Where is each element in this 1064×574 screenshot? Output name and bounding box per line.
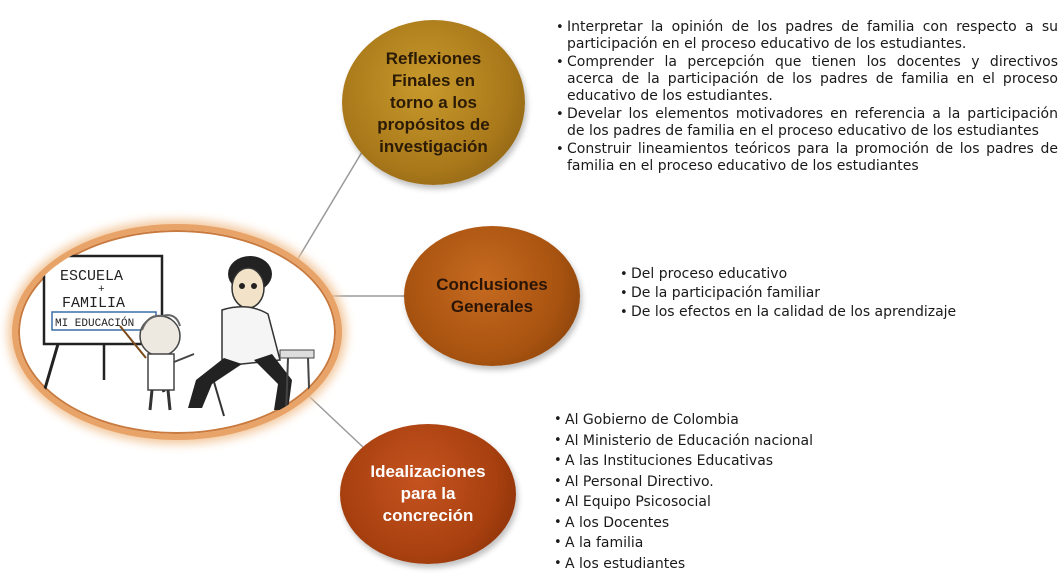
list-item: Al Personal Directivo.: [554, 472, 974, 493]
list-item: Construir lineamientos teóricos para la …: [556, 141, 1058, 175]
node-title-line: Finales en: [377, 70, 489, 92]
node-title-line: concreción: [370, 505, 485, 527]
list-item: A la familia: [554, 533, 974, 554]
node-reflexiones-finales: Reflexiones Finales en torno a los propó…: [342, 20, 525, 185]
node-idealizaciones: Idealizaciones para la concreción: [340, 424, 516, 564]
list-item: Al Equipo Psicosocial: [554, 492, 974, 513]
list-item: A los Docentes: [554, 513, 974, 534]
node-conclusiones-generales: Conclusiones Generales: [404, 226, 580, 366]
list-item: Del proceso educativo: [620, 265, 1050, 284]
cartoon-illustration: ESCUELA + FAMILIA MI EDUCACIÓN: [18, 230, 324, 422]
central-cartoon-image: ESCUELA + FAMILIA MI EDUCACIÓN: [12, 224, 342, 440]
node-title-line: Reflexiones: [377, 48, 489, 70]
list-item: Al Gobierno de Colombia: [554, 410, 974, 431]
node-title-line: Conclusiones: [436, 274, 547, 296]
list-item: Interpretar la opinión de los padres de …: [556, 19, 1058, 53]
conclusiones-list: Del proceso educativo De la participació…: [620, 265, 1050, 322]
list-item: De los efectos en la calidad de los apre…: [620, 303, 1050, 322]
list-item: Develar los elementos motivadores en ref…: [556, 106, 1058, 140]
idealizaciones-list: Al Gobierno de Colombia Al Ministerio de…: [554, 410, 974, 574]
list-item: Al Ministerio de Educación nacional: [554, 431, 974, 452]
node-title-line: para la: [370, 483, 485, 505]
easel-line-3: FAMILIA: [62, 295, 125, 312]
list-item: De la participación familiar: [620, 284, 1050, 303]
list-item: A las Instituciones Educativas: [554, 451, 974, 472]
node-title-line: propósitos de: [377, 114, 489, 136]
objetivos-list: Interpretar la opinión de los padres de …: [556, 19, 1058, 176]
node-title-line: Generales: [436, 296, 547, 318]
node-title-line: torno a los: [377, 92, 489, 114]
node-title-line: Idealizaciones: [370, 461, 485, 483]
list-item: Comprender la percepción que tienen los …: [556, 54, 1058, 105]
list-item: A los estudiantes: [554, 554, 974, 574]
easel-line-1: ESCUELA: [60, 268, 123, 285]
node-title-line: investigación: [377, 136, 489, 158]
